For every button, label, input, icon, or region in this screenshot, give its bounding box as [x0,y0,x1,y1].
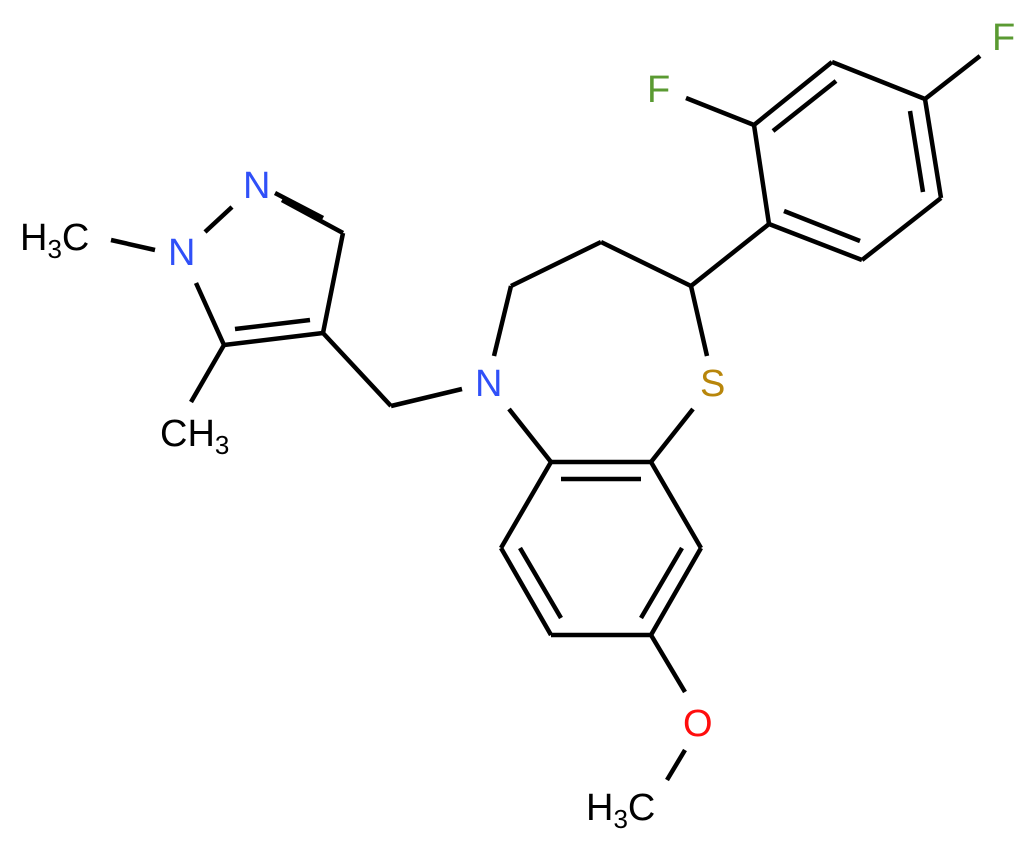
methyl-label-c5: CH3 [160,413,229,460]
nitrogen-label-ring: N [475,363,502,405]
atom-labels: F F S N N N O H3C CH3 H3C [20,17,1015,834]
oxygen-label: O [683,703,713,745]
sulfur-label: S [700,363,725,405]
fluorine-label-ortho: F [647,69,670,111]
methyl-label-methoxy: H3C [586,787,655,834]
bonds [110,54,982,782]
nitrogen-label-pyrazole-2: N [243,165,270,207]
fluorine-label-para: F [992,17,1015,59]
methyl-label-n1: H3C [20,217,89,264]
nitrogen-label-pyrazole-1: N [168,232,195,274]
